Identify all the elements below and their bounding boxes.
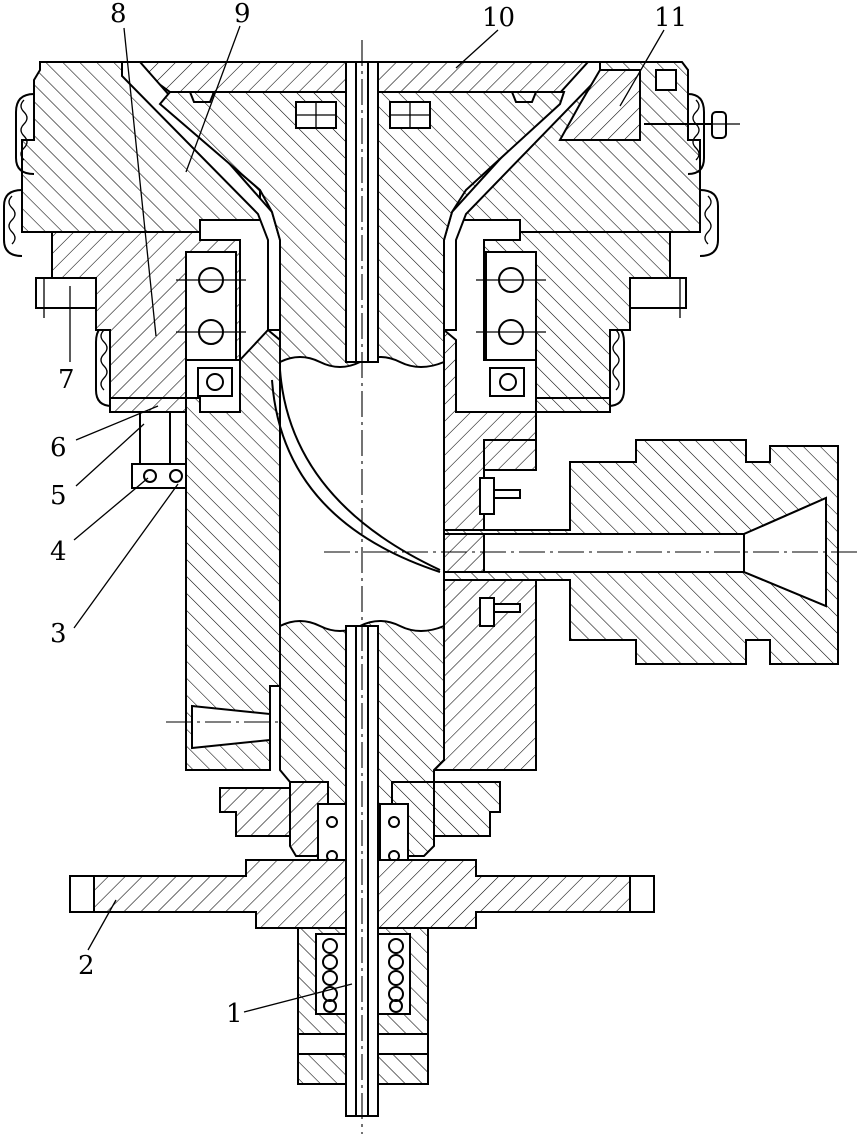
label-7: 7 <box>58 365 75 395</box>
label-6: 6 <box>50 433 67 463</box>
label-9: 9 <box>234 0 251 29</box>
central-rod <box>345 40 379 1134</box>
leader-lines <box>69 25 665 1013</box>
left-grip-knobs <box>3 93 113 407</box>
label-2: 2 <box>78 951 95 981</box>
left-bearings <box>176 251 246 397</box>
curved-blade <box>271 369 441 573</box>
label-8: 8 <box>110 0 127 29</box>
top-right-ring <box>558 69 740 141</box>
label-1: 1 <box>226 999 243 1029</box>
part-labels: 1 2 3 4 5 6 7 8 9 10 11 <box>50 0 687 1029</box>
springs <box>322 938 404 1013</box>
right-bearings <box>476 251 546 397</box>
label-5: 5 <box>50 481 67 511</box>
right-ring-plate <box>535 397 611 413</box>
label-3: 3 <box>50 619 67 649</box>
label-11: 11 <box>654 3 687 33</box>
left-column <box>166 328 300 771</box>
side-nozzle <box>324 439 860 665</box>
label-10: 10 <box>482 3 515 33</box>
label-4: 4 <box>50 537 67 567</box>
